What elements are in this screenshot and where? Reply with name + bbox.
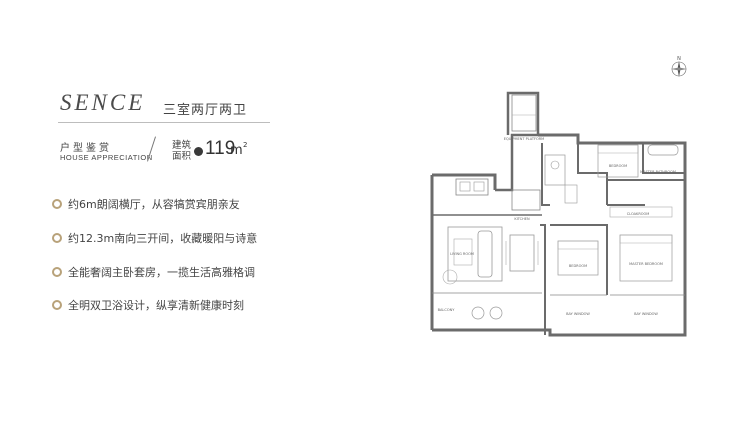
bullet-icon [52,300,62,310]
feature-text: 约6m朗阔横厅，从容犒赏宾朋亲友 [68,198,240,211]
room-label-bedroom1: BEDROOM [609,164,627,168]
feature-text: 全明双卫浴设计，纵享清新健康时刻 [68,299,244,312]
area-unit: m [230,143,243,158]
layout-type: 三室两厅两卫 [163,103,248,118]
feature-text: 约12.3m南向三开间，收藏暖阳与诗意 [68,232,258,245]
room-label-equipment: EQUIPMENT PLATFORM [504,137,544,141]
appreciation-title-en: HOUSE APPRECIATION [60,153,153,162]
bullet-icon [52,233,62,243]
area-dot [194,147,203,156]
feature-item: 约12.3m南向三开间，收藏暖阳与诗意 [52,230,257,246]
feature-item: 全能奢阔主卧套房，一揽生活高雅格调 [52,264,255,280]
appreciation-title-cn: 户型鉴赏 [60,143,112,154]
room-label-master: MASTER BEDROOM [629,262,663,266]
room-label-balcony: BALCONY [438,308,456,312]
brand-title: SENCE [60,90,146,115]
area-superscript: 2 [243,141,248,149]
area-label: 建筑面积 [172,140,192,162]
room-label-master-bath: MASTER BATHROOM [640,170,676,174]
bullet-icon [52,267,62,277]
area-value: 119 [205,138,236,159]
room-label-bay2: BAY WINDOW [634,312,658,316]
divider-rule [58,122,270,123]
room-label-kitchen: KITCHEN [514,217,530,221]
feature-item: 约6m朗阔横厅，从容犒赏宾朋亲友 [52,196,240,212]
room-label-bedroom2: BEDROOM [569,264,587,268]
room-label-bay1: BAY WINDOW [566,312,590,316]
room-label-cloakroom: CLOAKROOM [627,212,650,216]
feature-text: 全能奢阔主卧套房，一揽生活高雅格调 [68,266,255,279]
room-label-living: LIVING ROOM [450,252,474,256]
compass-label: N [677,56,681,62]
compass-icon: N [668,54,690,84]
floor-plan: EQUIPMENT PLATFORM KITCHEN BEDROOM MASTE… [400,45,720,345]
feature-item: 全明双卫浴设计，纵享清新健康时刻 [52,297,244,313]
bullet-icon [52,199,62,209]
